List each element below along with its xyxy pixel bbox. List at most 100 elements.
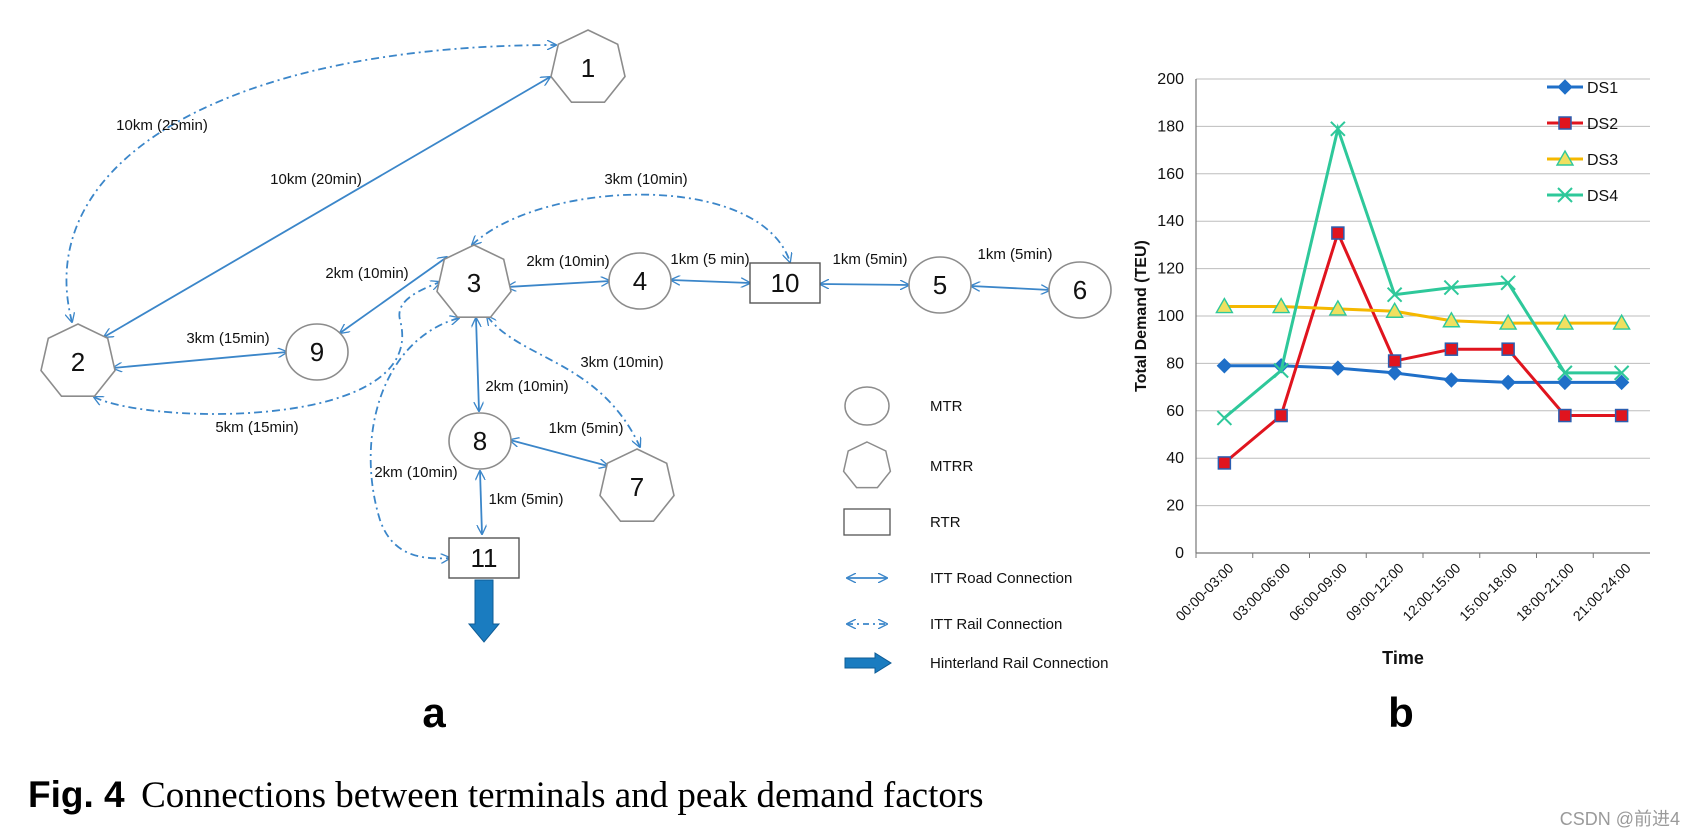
edge-label: 3km (10min)	[604, 171, 687, 188]
terminal-7: 7	[599, 448, 675, 523]
y-tick-label: 120	[1157, 261, 1184, 278]
series-line	[1224, 305, 1622, 325]
edge-3-8-road	[476, 318, 479, 411]
legend-item-road: ITT Road Connection	[847, 570, 1072, 587]
network-diagram: 10km (25min)10km (20min)3km (10min)2km (…	[40, 29, 1112, 736]
edge-label: 3km (15min)	[186, 330, 269, 347]
terminal-label: 11	[471, 543, 498, 573]
series-ds4	[1216, 121, 1630, 426]
data-point	[1613, 374, 1630, 391]
figure-canvas: 10km (25min)10km (20min)3km (10min)2km (…	[40, 29, 1650, 736]
edge-3-4-road	[507, 281, 610, 287]
data-point	[1330, 360, 1346, 376]
data-point	[1443, 279, 1460, 296]
data-point	[1614, 408, 1629, 423]
edge-label: 2km (10min)	[374, 464, 457, 481]
terminal-6: 6	[1048, 261, 1112, 319]
edge-2-1-rail	[66, 45, 556, 322]
data-point	[1331, 226, 1345, 240]
legend-label: Hinterland Rail Connection	[930, 655, 1108, 672]
caption-label: Fig. 4	[28, 774, 125, 815]
data-point	[1558, 408, 1572, 423]
edge-label: 1km (5min)	[832, 251, 907, 268]
data-point	[1328, 299, 1348, 316]
circle-shape	[908, 256, 972, 314]
data-point	[1330, 121, 1346, 137]
edge-3-11-rail	[369, 318, 459, 558]
hinterland-rail-arrow	[467, 579, 501, 643]
x-tick-label: 15:00-18:00	[1456, 560, 1520, 624]
edge-4-10-road	[671, 280, 750, 283]
terminal-5: 5	[908, 256, 972, 314]
edge-2-9-road	[113, 352, 287, 368]
legend-entry-ds4: DS4	[1547, 187, 1618, 205]
terminal-11: 11	[448, 537, 520, 579]
caption-text: Connections between terminals and peak d…	[141, 775, 984, 816]
legend-label: DS2	[1587, 116, 1618, 133]
panel-a-label: a	[422, 689, 446, 736]
edge-label: 2km (10min)	[526, 253, 609, 270]
terminal-10: 10	[749, 262, 821, 304]
edge-label: 1km (5min)	[548, 420, 623, 437]
terminal-label: 8	[473, 426, 487, 456]
legend-label: DS3	[1587, 152, 1618, 169]
legend-hinterland-arrow-icon	[844, 652, 892, 674]
edge-label: 3km (10min)	[580, 354, 663, 371]
edge-label: 2km (10min)	[325, 265, 408, 282]
edge-label: 2km (10min)	[485, 378, 568, 395]
y-tick-label: 80	[1166, 355, 1184, 372]
data-point	[1501, 342, 1515, 356]
edge-label: 1km (5 min)	[670, 251, 749, 268]
x-tick-label: 12:00-15:00	[1399, 560, 1463, 624]
y-tick-label: 200	[1157, 71, 1184, 88]
terminal-2: 2	[40, 323, 116, 398]
panel-b-label: b	[1388, 689, 1414, 736]
terminal-label: 7	[630, 472, 644, 502]
rect-shape	[448, 537, 520, 579]
data-point	[1217, 456, 1232, 470]
heptagon-shape	[436, 244, 512, 319]
terminal-1: 1	[550, 29, 626, 103]
edge-label: 10km (20min)	[270, 171, 362, 188]
x-tick-label: 21:00-24:00	[1570, 560, 1634, 624]
data-point	[1500, 374, 1516, 391]
series-ds3	[1215, 297, 1631, 330]
series-ds1	[1216, 358, 1630, 391]
legend-label: DS1	[1587, 80, 1618, 97]
edge-8-7-road	[510, 440, 608, 466]
y-tick-label: 20	[1166, 498, 1184, 515]
series-line	[1224, 364, 1622, 384]
data-point	[1216, 410, 1233, 426]
legend-item-heptagon: MTRR	[842, 441, 973, 489]
heptagon-shape	[599, 448, 675, 523]
y-tick-label: 140	[1157, 213, 1184, 230]
y-tick-label: 100	[1157, 308, 1184, 325]
data-point	[1443, 372, 1460, 388]
data-point	[1444, 342, 1459, 356]
data-point	[1215, 297, 1234, 314]
y-tick-label: 40	[1166, 450, 1184, 467]
data-point	[1500, 275, 1516, 291]
data-point	[1273, 362, 1289, 379]
circle-shape	[1048, 261, 1112, 319]
legend-label: MTRR	[930, 458, 973, 475]
terminal-4: 4	[608, 252, 672, 310]
edge-2-3-rail	[94, 282, 440, 415]
legend-label: ITT Rail Connection	[930, 616, 1062, 633]
edge-label: 5km (15min)	[215, 419, 298, 436]
legend-marker	[1557, 79, 1573, 95]
terminal-9: 9	[285, 323, 349, 381]
data-point	[1387, 354, 1402, 368]
legend-label: ITT Road Connection	[930, 570, 1072, 587]
series-line	[1223, 228, 1622, 465]
edge-3-7-rail	[487, 316, 640, 447]
x-tick-label: 00:00-03:00	[1172, 560, 1236, 624]
legend-rect-icon	[843, 508, 891, 536]
y-tick-label: 180	[1157, 118, 1184, 135]
legend-circle-icon	[844, 386, 890, 426]
legend-marker	[1555, 149, 1575, 166]
x-tick-label: 18:00-21:00	[1513, 560, 1577, 624]
legend-label: MTR	[930, 398, 963, 415]
heptagon-shape	[550, 29, 626, 103]
